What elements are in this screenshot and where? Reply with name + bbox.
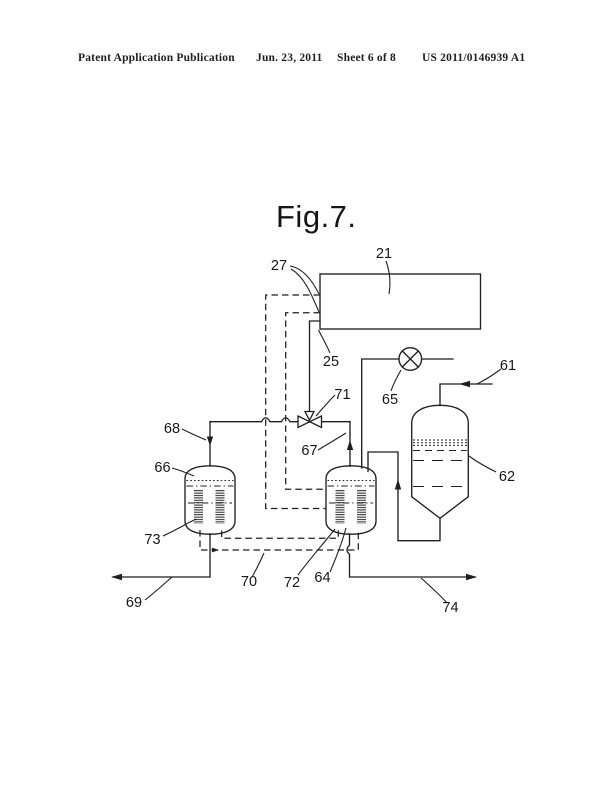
tank-66: [184, 465, 236, 535]
dashed-signal-line-27-outer: [265, 294, 326, 510]
ref-label-62: 62: [499, 469, 515, 485]
header-sheet-number: Sheet 6 of 8: [337, 52, 396, 64]
tank-center: [325, 465, 377, 535]
ref-label-71: 71: [334, 387, 350, 403]
figure-title: Fig.7.: [276, 199, 357, 234]
transfer-line-left: [209, 417, 299, 423]
ref-label-68: 68: [164, 421, 180, 437]
ref-label-65: 65: [382, 392, 398, 408]
ref-label-25: 25: [323, 354, 339, 370]
arrow-outlet-69: [111, 573, 122, 581]
arrow-feed-61: [459, 380, 470, 388]
leader-lines: [144, 260, 502, 604]
ref-label-66: 66: [154, 460, 170, 476]
arrow-dashed-70: [212, 547, 219, 553]
header-patent-number: US 2011/0146939 A1: [422, 52, 526, 64]
arrow-outlet-74: [466, 573, 477, 581]
header-publication-type: Patent Application Publication: [78, 52, 235, 64]
ref-label-74: 74: [442, 600, 458, 616]
ref-label-61: 61: [500, 358, 516, 374]
tank-66-levels: [186, 479, 234, 504]
ref-label-67: 67: [301, 443, 317, 459]
valve-actuator-arrow: [303, 410, 316, 422]
ref-label-69: 69: [126, 595, 142, 611]
tank-internal-bundles: [194, 489, 366, 524]
arrow-into-tank-66: [206, 436, 214, 446]
dashed-line-70: [199, 529, 359, 551]
unit-box-21: [319, 273, 482, 330]
ref-label-21: 21: [376, 246, 392, 262]
outlet-line-69: [112, 533, 211, 578]
tank-center-levels: [327, 479, 375, 504]
recycle-line: [367, 451, 441, 542]
arrow-up-line-67: [346, 440, 354, 450]
ref-label-73: 73: [144, 532, 160, 548]
pump-suction-line: [361, 358, 400, 469]
vessel-62: [411, 404, 469, 520]
ref-label-27: 27: [271, 258, 287, 274]
header-date: Jun. 23, 2011: [256, 52, 323, 64]
control-valve-71: [297, 410, 323, 429]
pump-symbol-65: [398, 347, 423, 371]
control-line-25: [308, 320, 321, 412]
feed-line-61: [439, 383, 493, 407]
flow-arrows: [111, 380, 477, 581]
ref-label-72: 72: [284, 575, 300, 591]
dashed-line-bottom-upper: [221, 529, 339, 539]
outlet-line-74: [346, 533, 476, 578]
ref-label-70: 70: [241, 574, 257, 590]
arrow-up-recycle: [394, 479, 402, 490]
dashed-signal-line-27-inner: [285, 312, 326, 490]
vessel-62-levels: [413, 439, 467, 488]
ref-label-64: 64: [314, 570, 330, 586]
